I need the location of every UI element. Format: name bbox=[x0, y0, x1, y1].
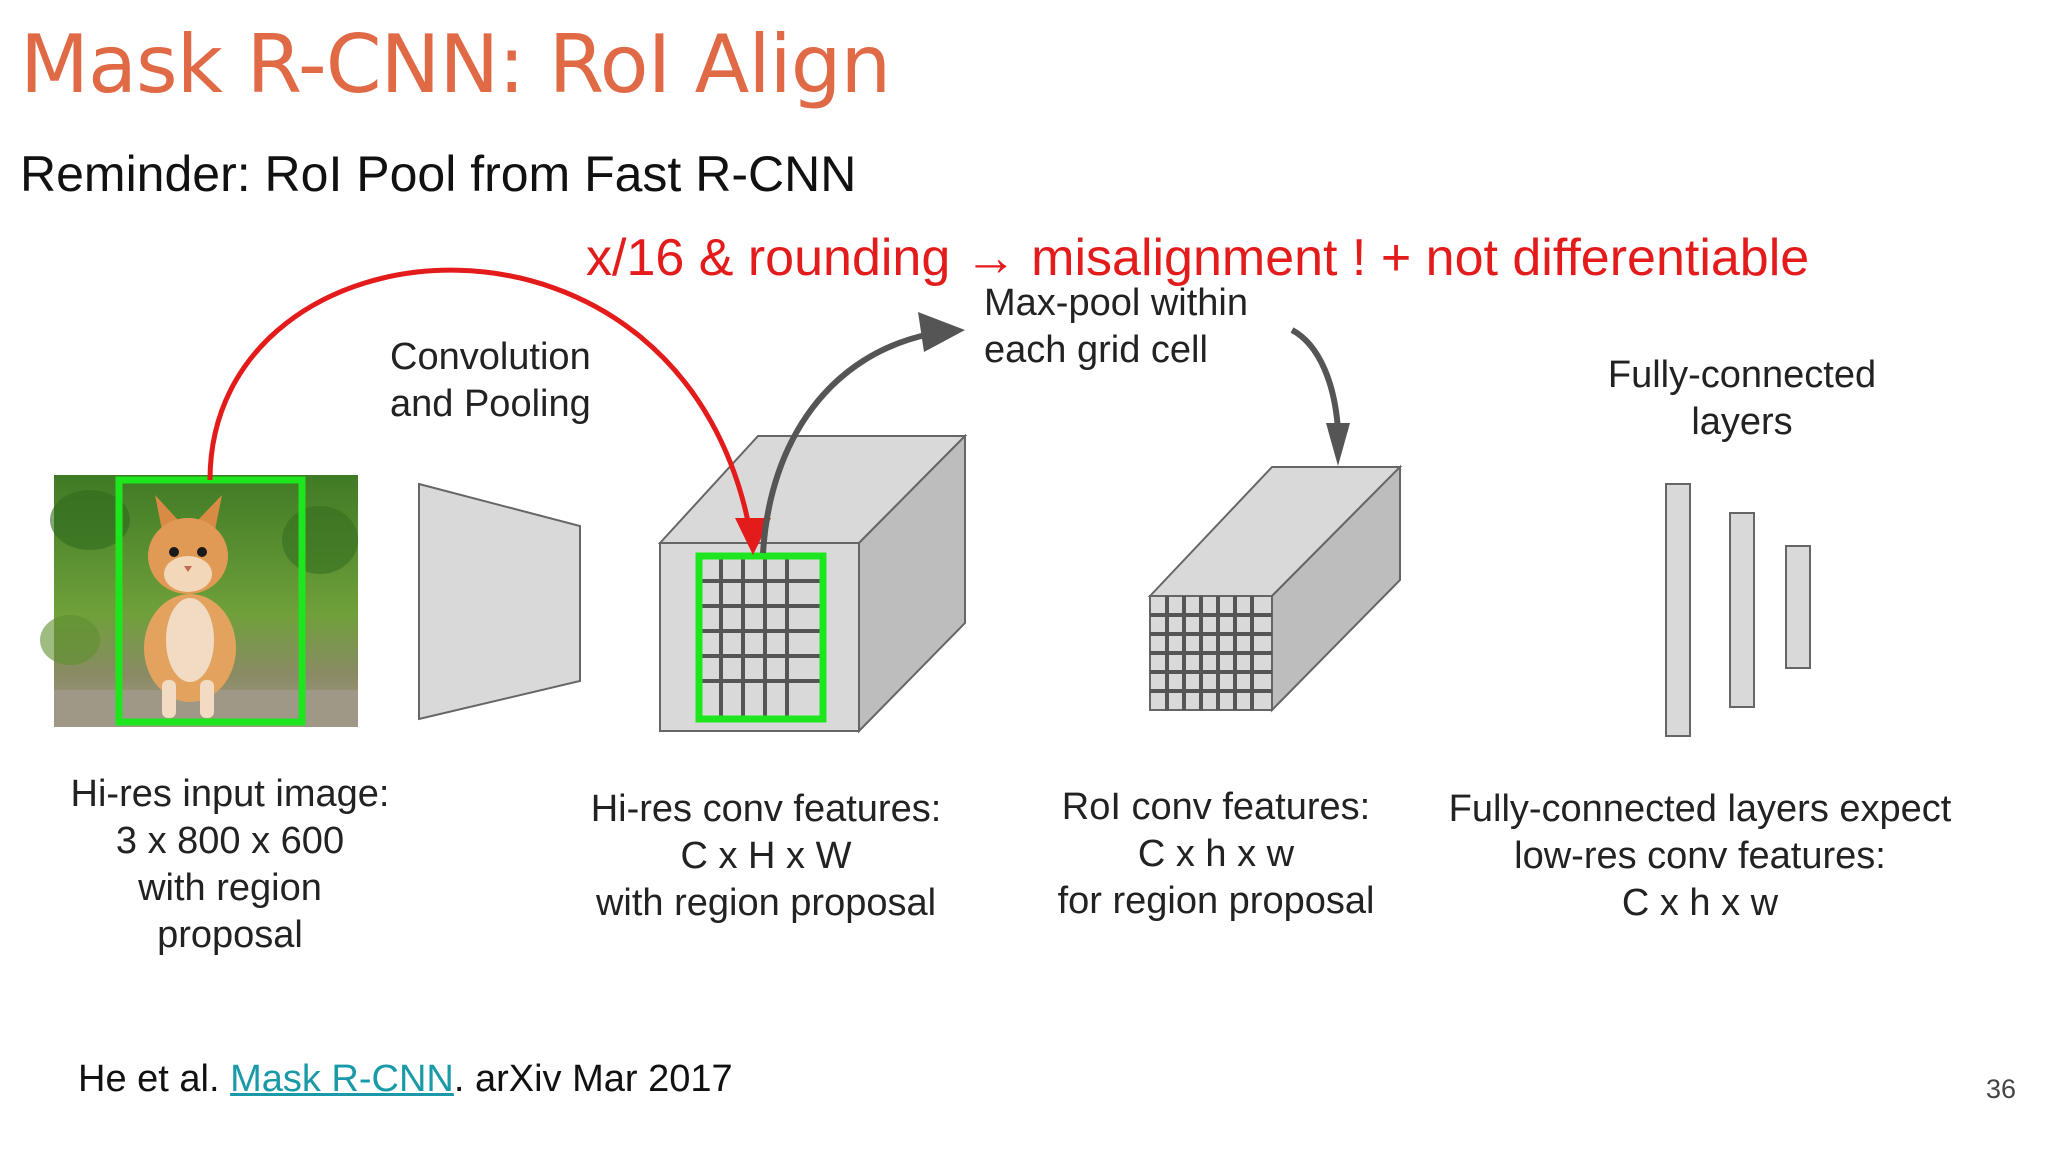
input-image-caption: Hi-res input image: 3 x 800 x 600 with r… bbox=[70, 773, 390, 956]
projected-region-box bbox=[695, 552, 827, 723]
conv-feature-cube bbox=[657, 433, 968, 734]
misalignment-note: x/16 & rounding → misalignment ! + not d… bbox=[586, 229, 1810, 287]
page-number: 36 bbox=[1985, 1074, 2016, 1104]
roi-grid bbox=[1150, 596, 1272, 710]
roi-arrowhead bbox=[1326, 423, 1350, 466]
fc-bar-1 bbox=[1665, 483, 1691, 737]
projection-arrow bbox=[207, 267, 755, 543]
conv-pool-label: Convolution and Pooling bbox=[390, 336, 591, 425]
maxpool-arrowhead bbox=[918, 312, 965, 352]
mask-rcnn-link[interactable]: Mask R-CNN bbox=[230, 1058, 454, 1100]
citation-prefix: He et al. bbox=[78, 1058, 231, 1100]
maxpool-label: Max-pool within each grid cell bbox=[984, 282, 1248, 371]
slide-title: Mask R-CNN: RoI Align bbox=[20, 18, 891, 111]
citation-suffix: . arXiv Mar 2017 bbox=[453, 1058, 733, 1100]
conv-pool-trapezoid bbox=[418, 482, 581, 721]
projection-arrowhead bbox=[735, 518, 771, 555]
citation: He et al. Mask R-CNN. arXiv Mar 2017 bbox=[78, 1058, 733, 1101]
fc-bar-2 bbox=[1729, 512, 1755, 708]
roi-features-caption: RoI conv features: C x h x w for region … bbox=[1057, 786, 1375, 922]
slide-subtitle: Reminder: RoI Pool from Fast R-CNN bbox=[20, 146, 857, 202]
kitten-figure bbox=[144, 495, 236, 718]
feature-grid bbox=[699, 556, 822, 719]
maxpool-arrow bbox=[760, 331, 931, 554]
fc-layers-label: Fully-connected layers bbox=[1607, 354, 1877, 443]
fc-bar-3 bbox=[1785, 545, 1811, 669]
conv-features-caption: Hi-res conv features: C x H x W with reg… bbox=[590, 788, 942, 924]
fc-caption: Fully-connected layers expect low-res co… bbox=[1448, 788, 1952, 924]
roi-arrow bbox=[1290, 327, 1341, 431]
kitten-image bbox=[40, 475, 358, 727]
